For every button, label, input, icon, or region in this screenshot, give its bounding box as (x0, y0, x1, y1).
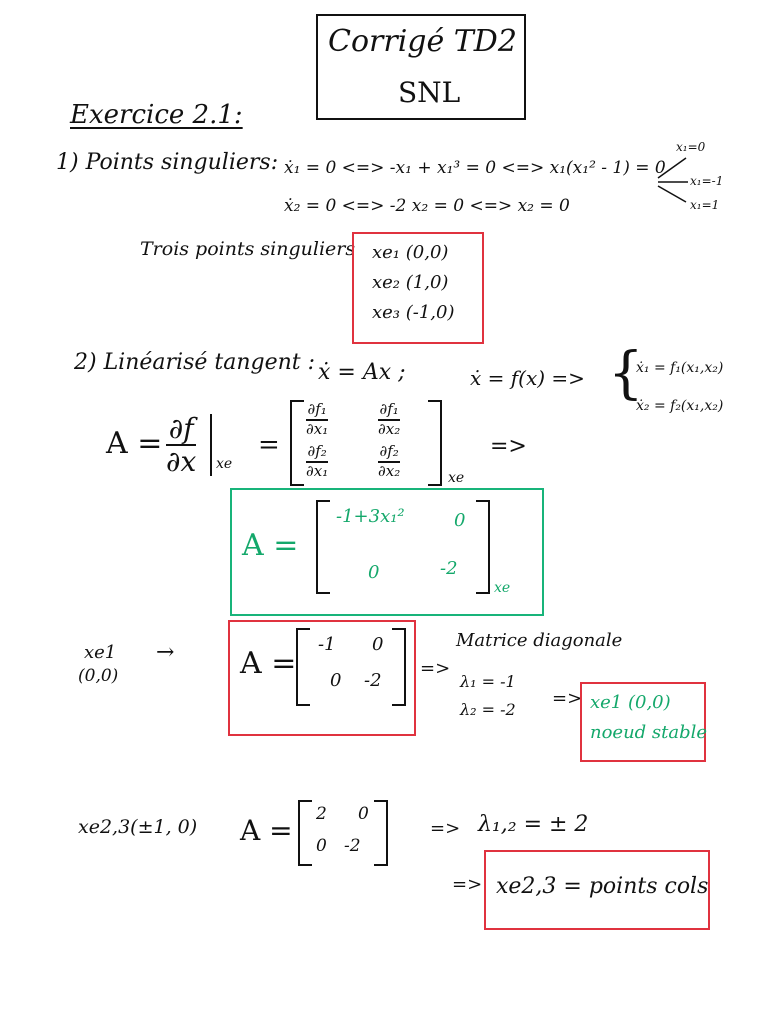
green-sub-xe: xe (494, 580, 511, 596)
general-A-box (230, 488, 544, 616)
singular-points-box (352, 232, 484, 344)
green-right-bracket (476, 500, 490, 594)
part1-label: 1) Points singuliers: (56, 150, 279, 175)
jac-22: ∂f₂∂x₂ (378, 442, 401, 480)
jac-left-bracket (290, 400, 304, 486)
evaluation-bar (210, 414, 212, 476)
case23-implies2: => (452, 874, 483, 895)
case1-m11: -1 (318, 634, 336, 655)
case23-result: xe2,3 = points cols (496, 874, 709, 899)
branch-arrows (657, 157, 688, 203)
case23-lambda: λ₁,₂ = ± 2 (478, 812, 589, 837)
dx-denominator: ∂x (166, 445, 197, 479)
exercise-heading: Exercice 2.1: (70, 100, 243, 130)
case1-m22: -2 (364, 670, 382, 691)
green-left-bracket (316, 500, 330, 594)
title-box (316, 14, 526, 120)
case23-m12: 0 (358, 804, 369, 824)
case23-m21: 0 (316, 836, 327, 856)
case1-left-bracket (296, 628, 310, 706)
green-m12: 0 (454, 510, 466, 531)
case23-result-box (484, 850, 710, 930)
jac-sub-xe: xe (448, 470, 465, 486)
case23-A-label: A = (240, 814, 293, 847)
case1-result1: xe1 (0,0) (590, 692, 671, 713)
jac-21: ∂f₂∂x₁ (306, 442, 329, 480)
case1-m21: 0 (330, 670, 342, 691)
case1-lambda2: λ₂ = -2 (460, 700, 516, 719)
title-line2: SNL (398, 76, 461, 109)
part2-label: 2) Linéarisé tangent : (74, 350, 316, 375)
case1-point: xe1 (84, 642, 117, 663)
title-line1: Corrigé TD2 (328, 24, 517, 59)
case1-implies2: => (552, 688, 583, 709)
case1-arrow: → (156, 640, 175, 665)
sys-eq2: ẋ₂ = f₂(x₁,x₂) (636, 398, 724, 414)
point-xe2: xe₂ (1,0) (372, 272, 449, 293)
case1-result2: noeud stable (590, 722, 708, 743)
part1-eq1: ẋ₁ = 0 <=> -x₁ + x₁³ = 0 <=> x₁(x₁² - 1… (284, 158, 666, 178)
case23-left-bracket (298, 800, 312, 866)
green-m22: -2 (440, 558, 458, 579)
green-m21: 0 (368, 562, 380, 583)
part1-eq2: ẋ₂ = 0 <=> -2 x₂ = 0 <=> x₂ = 0 (284, 196, 570, 216)
point-xe1: xe₁ (0,0) (372, 242, 449, 263)
df-numerator: ∂f (168, 412, 194, 445)
part1-sol1: x₁=-1 (690, 174, 724, 188)
trois-points-label: Trois points singuliers (140, 238, 356, 260)
sys-eq1: ẋ₁ = f₁(x₁,x₂) (636, 360, 724, 376)
at-xe-label: xe (216, 456, 233, 472)
green-m11: -1+3x₁² (336, 506, 405, 527)
case23-m22: -2 (344, 836, 361, 856)
case1-A-label: A = (240, 646, 297, 681)
case1-implies: => (420, 658, 451, 679)
jac-12: ∂f₁∂x₂ (378, 400, 401, 438)
jac-right-bracket (428, 400, 442, 486)
case23-right-bracket (374, 800, 388, 866)
case1-diag-label: Matrice diagonale (456, 630, 623, 651)
case23-implies: => (430, 818, 461, 839)
case1-result-box (580, 682, 706, 762)
green-A-label: A = (242, 528, 299, 563)
point-xe3: xe₃ (-1,0) (372, 302, 455, 323)
A-def-label: A = (106, 426, 163, 461)
df-dx-fraction: ∂f ∂x (166, 412, 197, 479)
part1-sol2: x₁=1 (690, 198, 720, 212)
jac-implies: => (490, 434, 527, 459)
case1-coords: (0,0) (78, 666, 119, 686)
case1-lambda1: λ₁ = -1 (460, 672, 516, 691)
lin-eq: ẋ = Ax ; (318, 360, 406, 385)
jac-eq-sign: = (258, 430, 280, 460)
system-brace: { (608, 341, 644, 406)
jac-11: ∂f₁∂x₁ (306, 400, 329, 438)
part1-sol0: x₁=0 (676, 140, 706, 154)
case1-A-box (228, 620, 416, 736)
case23-m11: 2 (316, 804, 327, 824)
case23-point: xe2,3(±1, 0) (78, 816, 198, 838)
case1-right-bracket (392, 628, 406, 706)
case1-m12: 0 (372, 634, 384, 655)
f-eq: ẋ = f(x) => (470, 366, 585, 390)
